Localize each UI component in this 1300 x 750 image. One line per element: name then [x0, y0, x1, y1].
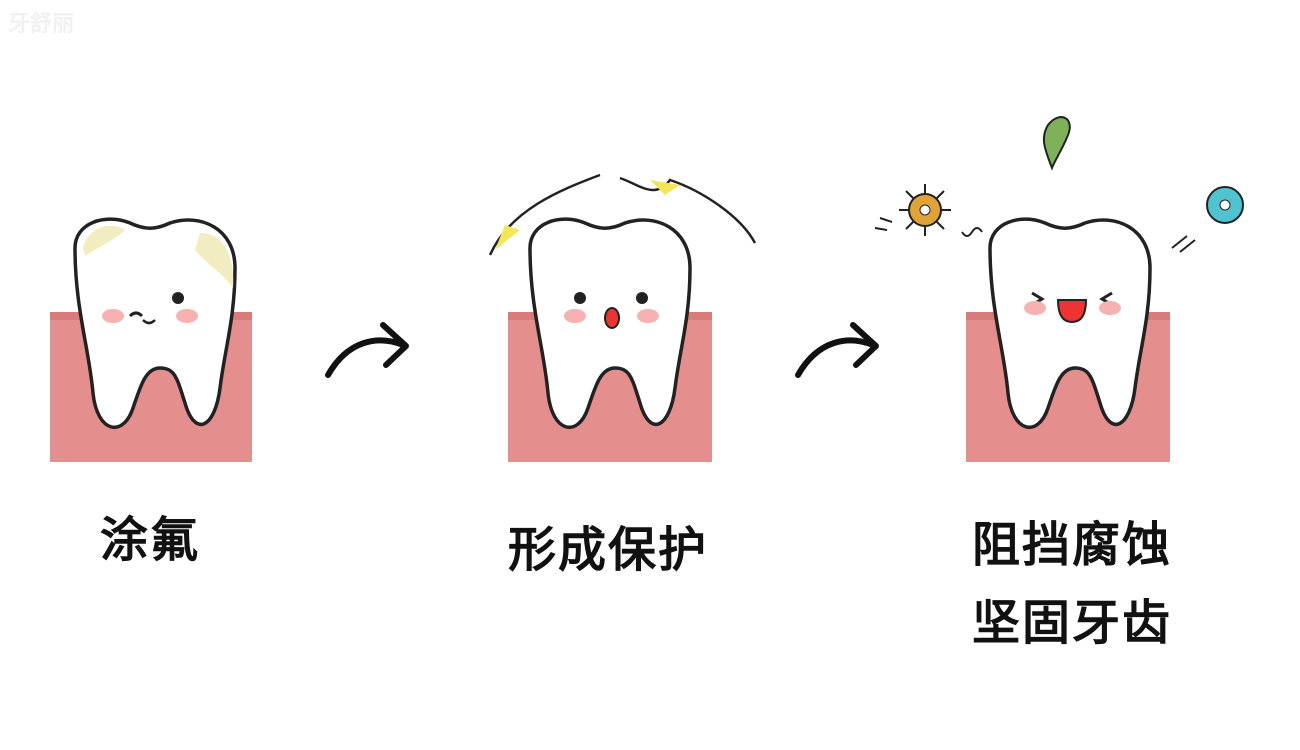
- step-1-label: 涂氟: [100, 512, 201, 568]
- arrow-icon: [328, 325, 406, 375]
- step-3-illustration: [874, 116, 1244, 462]
- bacteria-icon: [899, 184, 951, 236]
- arrow-icon: [798, 325, 876, 375]
- step-3-label-line1: 阻挡腐蚀: [972, 517, 1173, 573]
- tooth-icon: [73, 217, 237, 430]
- tooth-icon: [988, 217, 1152, 430]
- bacteria-icon: [1206, 186, 1244, 224]
- step-3-label-line2: 坚固牙齿: [972, 595, 1173, 651]
- tooth-icon: [528, 217, 692, 430]
- step-2-label: 形成保护: [508, 522, 709, 578]
- step-2-illustration: [488, 173, 757, 462]
- bacteria-icon: [1042, 116, 1071, 171]
- watermark-logo: 牙舒丽: [8, 12, 75, 37]
- step-1-illustration: [50, 217, 252, 462]
